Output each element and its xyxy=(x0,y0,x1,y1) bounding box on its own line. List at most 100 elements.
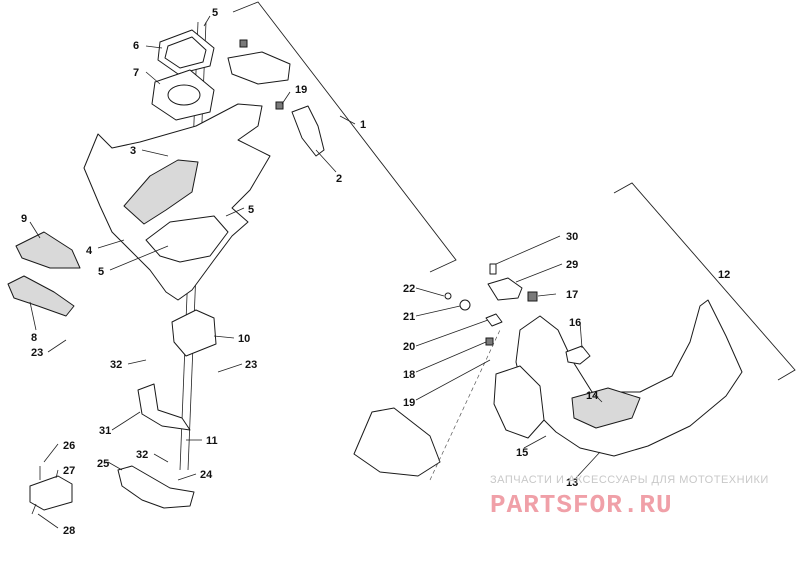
callout-13: 13 xyxy=(566,477,578,489)
leader-27 xyxy=(55,469,59,479)
washer-21 xyxy=(459,299,471,311)
lower-fairing-part xyxy=(7,275,75,317)
leader-32b xyxy=(153,453,169,463)
leader-23b xyxy=(217,363,243,373)
callout-27: 27 xyxy=(63,465,75,477)
top-mount-part xyxy=(227,51,291,85)
leader-2 xyxy=(315,149,337,173)
leader-4 xyxy=(97,239,125,249)
callout-5-mid: 5 xyxy=(248,204,254,216)
support-bracket-part xyxy=(137,383,191,431)
callout-8: 8 xyxy=(31,332,37,344)
lower-shield-part xyxy=(353,407,441,477)
leader-32a xyxy=(127,359,147,365)
washer-22 xyxy=(444,292,452,300)
leader-31 xyxy=(111,411,141,431)
callout-21: 21 xyxy=(403,311,415,323)
leader-14 xyxy=(593,393,603,403)
lower-panel-part xyxy=(117,465,195,509)
leader-8 xyxy=(29,301,37,331)
callout-19-top: 19 xyxy=(295,84,307,96)
callout-24: 24 xyxy=(200,469,213,481)
callout-28: 28 xyxy=(63,525,75,537)
front-fairing-opening xyxy=(145,215,229,263)
callout-3: 3 xyxy=(130,145,136,157)
leader-1 xyxy=(339,115,356,125)
callout-23-right: 23 xyxy=(245,359,257,371)
callout-6: 6 xyxy=(133,40,139,52)
callout-15: 15 xyxy=(516,447,528,459)
leader-3 xyxy=(141,149,169,157)
assembly-path-right xyxy=(429,329,501,481)
callout-26: 26 xyxy=(63,440,75,452)
leader-18 xyxy=(415,341,487,373)
leader-25 xyxy=(107,461,123,471)
callout-23-left: 23 xyxy=(31,347,43,359)
callout-11: 11 xyxy=(206,435,218,447)
callout-14: 14 xyxy=(586,390,599,402)
callout-2: 2 xyxy=(336,173,342,185)
leader-19b xyxy=(415,359,491,401)
rear-body-part xyxy=(515,299,743,457)
leader-15 xyxy=(523,435,547,449)
callout-5-low: 5 xyxy=(98,266,104,278)
leader-28 xyxy=(37,513,59,529)
leader-13 xyxy=(575,451,601,479)
callout-29: 29 xyxy=(566,259,578,271)
watermark-caption: ЗАПЧАСТИ И АКСЕССУАРЫ ДЛЯ МОТОТЕХНИКИ xyxy=(490,474,769,486)
bracket-plate-part xyxy=(171,309,217,357)
leader-5a xyxy=(203,15,211,27)
leader-20 xyxy=(415,319,489,347)
callout-18: 18 xyxy=(403,369,415,381)
floor-mat-part xyxy=(571,387,641,429)
assembly-bracket-1 xyxy=(232,1,457,273)
callout-32-low: 32 xyxy=(136,449,148,461)
leader-19a xyxy=(281,91,291,105)
callout-12: 12 xyxy=(718,269,730,281)
callout-17: 17 xyxy=(566,289,578,301)
module-wire-28 xyxy=(31,503,37,515)
cap-part xyxy=(487,277,523,301)
callout-30: 30 xyxy=(566,231,578,243)
leader-16 xyxy=(579,321,583,349)
callout-7: 7 xyxy=(133,67,139,79)
watermark-logo: PARTSFOR.RU xyxy=(490,490,673,520)
control-module-part xyxy=(29,475,73,511)
clip-19-top xyxy=(275,101,284,110)
leader-22 xyxy=(415,287,445,297)
inner-panel-part xyxy=(493,365,545,439)
callout-4: 4 xyxy=(86,245,93,257)
leader-24 xyxy=(177,473,197,481)
callout-9: 9 xyxy=(21,213,27,225)
spring-20 xyxy=(485,313,503,327)
handle-tube-part xyxy=(291,105,325,157)
leader-29 xyxy=(515,263,563,283)
leader-10 xyxy=(213,335,235,339)
callout-31: 31 xyxy=(99,425,111,437)
top-mount-clip xyxy=(239,39,248,48)
assembly-bracket-12 xyxy=(613,182,796,381)
sleeve-part xyxy=(489,263,497,275)
leader-5b xyxy=(225,207,245,217)
ring-plate-hole xyxy=(167,84,201,106)
callout-10: 10 xyxy=(238,333,250,345)
callout-16: 16 xyxy=(569,317,581,329)
leader-26 xyxy=(43,443,59,463)
leader-6 xyxy=(145,45,163,49)
grommet-part xyxy=(527,291,538,302)
callout-32-top: 32 xyxy=(110,359,122,371)
leader-17 xyxy=(537,293,557,297)
side-cover-part xyxy=(15,231,81,269)
callout-22: 22 xyxy=(403,283,415,295)
leader-30 xyxy=(495,235,561,265)
gasket-inner xyxy=(164,36,207,69)
callout-25: 25 xyxy=(97,458,109,470)
callout-1: 1 xyxy=(360,119,366,131)
leader-7 xyxy=(145,71,161,85)
callout-20: 20 xyxy=(403,341,415,353)
callout-5-top: 5 xyxy=(212,7,218,19)
leader-5c xyxy=(109,245,169,271)
callout-19-right: 19 xyxy=(403,397,415,409)
